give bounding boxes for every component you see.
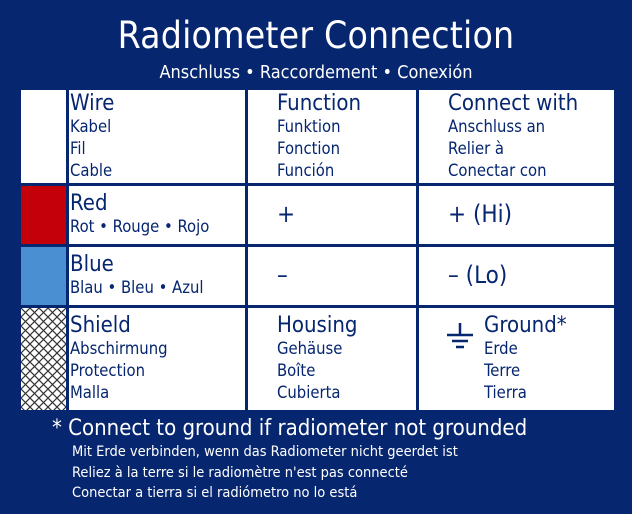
function-housing: Housing Gehäuse Boîte Cubierta — [277, 314, 357, 404]
header-wire-translation: Cable — [70, 161, 113, 180]
ground-symbol-icon — [445, 322, 475, 352]
wire-translations: Blau • Bleu • Azul — [70, 278, 204, 297]
header-function-translation: Funktion — [277, 117, 341, 136]
function-minus: – — [277, 261, 288, 289]
header-connect-translation: Relier à — [448, 139, 505, 158]
connect-lo: – (Lo) — [448, 261, 508, 289]
table-row-red-wire: Red Rot • Rouge • Rojo — [70, 192, 209, 238]
wire-translation: Malla — [70, 383, 110, 402]
connect-ground: Ground* Erde Terre Tierra — [484, 314, 567, 404]
ground-footnote: * Connect to ground if radiometer not gr… — [52, 416, 527, 504]
header-function: Function Funktion Fonction Función — [277, 92, 361, 182]
wire-name: Shield — [70, 313, 131, 338]
header-wire-translation: Fil — [70, 139, 86, 158]
header-connect-label: Connect with — [448, 91, 579, 116]
header-connect-translation: Anschluss an — [448, 117, 546, 136]
connect-name: Ground* — [484, 313, 567, 338]
table-divider — [66, 90, 69, 410]
header-function-label: Function — [277, 91, 362, 116]
wire-translation: Protection — [70, 361, 146, 380]
footnote-translation: Conectar a tierra si el radiómetro no lo… — [72, 485, 358, 501]
header-connect-translation: Conectar con — [448, 161, 547, 180]
function-translation: Gehäuse — [277, 339, 343, 358]
function-translation: Boîte — [277, 361, 316, 380]
wire-translation: Abschirmung — [70, 339, 168, 358]
footnote-translation: Mit Erde verbinden, wenn das Radiometer … — [72, 444, 458, 460]
table-row-shield-wire: Shield Abschirmung Protection Malla — [70, 314, 168, 404]
header-wire-label: Wire — [70, 91, 115, 116]
header-function-translation: Fonction — [277, 139, 341, 158]
function-name: Housing — [277, 313, 358, 338]
page-title: Radiometer Connection — [117, 14, 515, 57]
red-wire-swatch — [21, 186, 66, 244]
blue-wire-swatch — [21, 247, 66, 305]
table-divider — [21, 305, 614, 308]
table-divider — [245, 90, 248, 410]
table-row-blue-wire: Blue Blau • Bleu • Azul — [70, 253, 204, 299]
connect-translation: Erde — [484, 339, 518, 358]
header-function-translation: Función — [277, 161, 335, 180]
function-translation: Cubierta — [277, 383, 341, 402]
connect-translation: Terre — [484, 361, 521, 380]
crosshatch-shield-icon — [21, 308, 66, 410]
footnote-translation: Reliez à la terre si le radiomètre n'est… — [72, 464, 408, 481]
table-divider — [21, 183, 614, 186]
wire-name: Blue — [70, 252, 114, 277]
table-divider — [416, 90, 419, 410]
header-connect-with: Connect with Anschluss an Relier à Conec… — [448, 92, 578, 182]
wire-name: Red — [70, 191, 108, 216]
connect-hi: + (Hi) — [448, 200, 513, 228]
header-wire: Wire Kabel Fil Cable — [70, 92, 114, 182]
table-divider — [21, 244, 614, 247]
header-wire-translation: Kabel — [70, 117, 112, 136]
connect-translation: Tierra — [484, 383, 527, 402]
footnote-main: * Connect to ground if radiometer not gr… — [52, 416, 528, 441]
page-subtitle: Anschluss • Raccordement • Conexión — [159, 62, 473, 83]
function-plus: + — [277, 200, 296, 228]
wire-translations: Rot • Rouge • Rojo — [70, 217, 210, 236]
connection-table: Wire Kabel Fil Cable Function Funktion F… — [21, 90, 614, 410]
